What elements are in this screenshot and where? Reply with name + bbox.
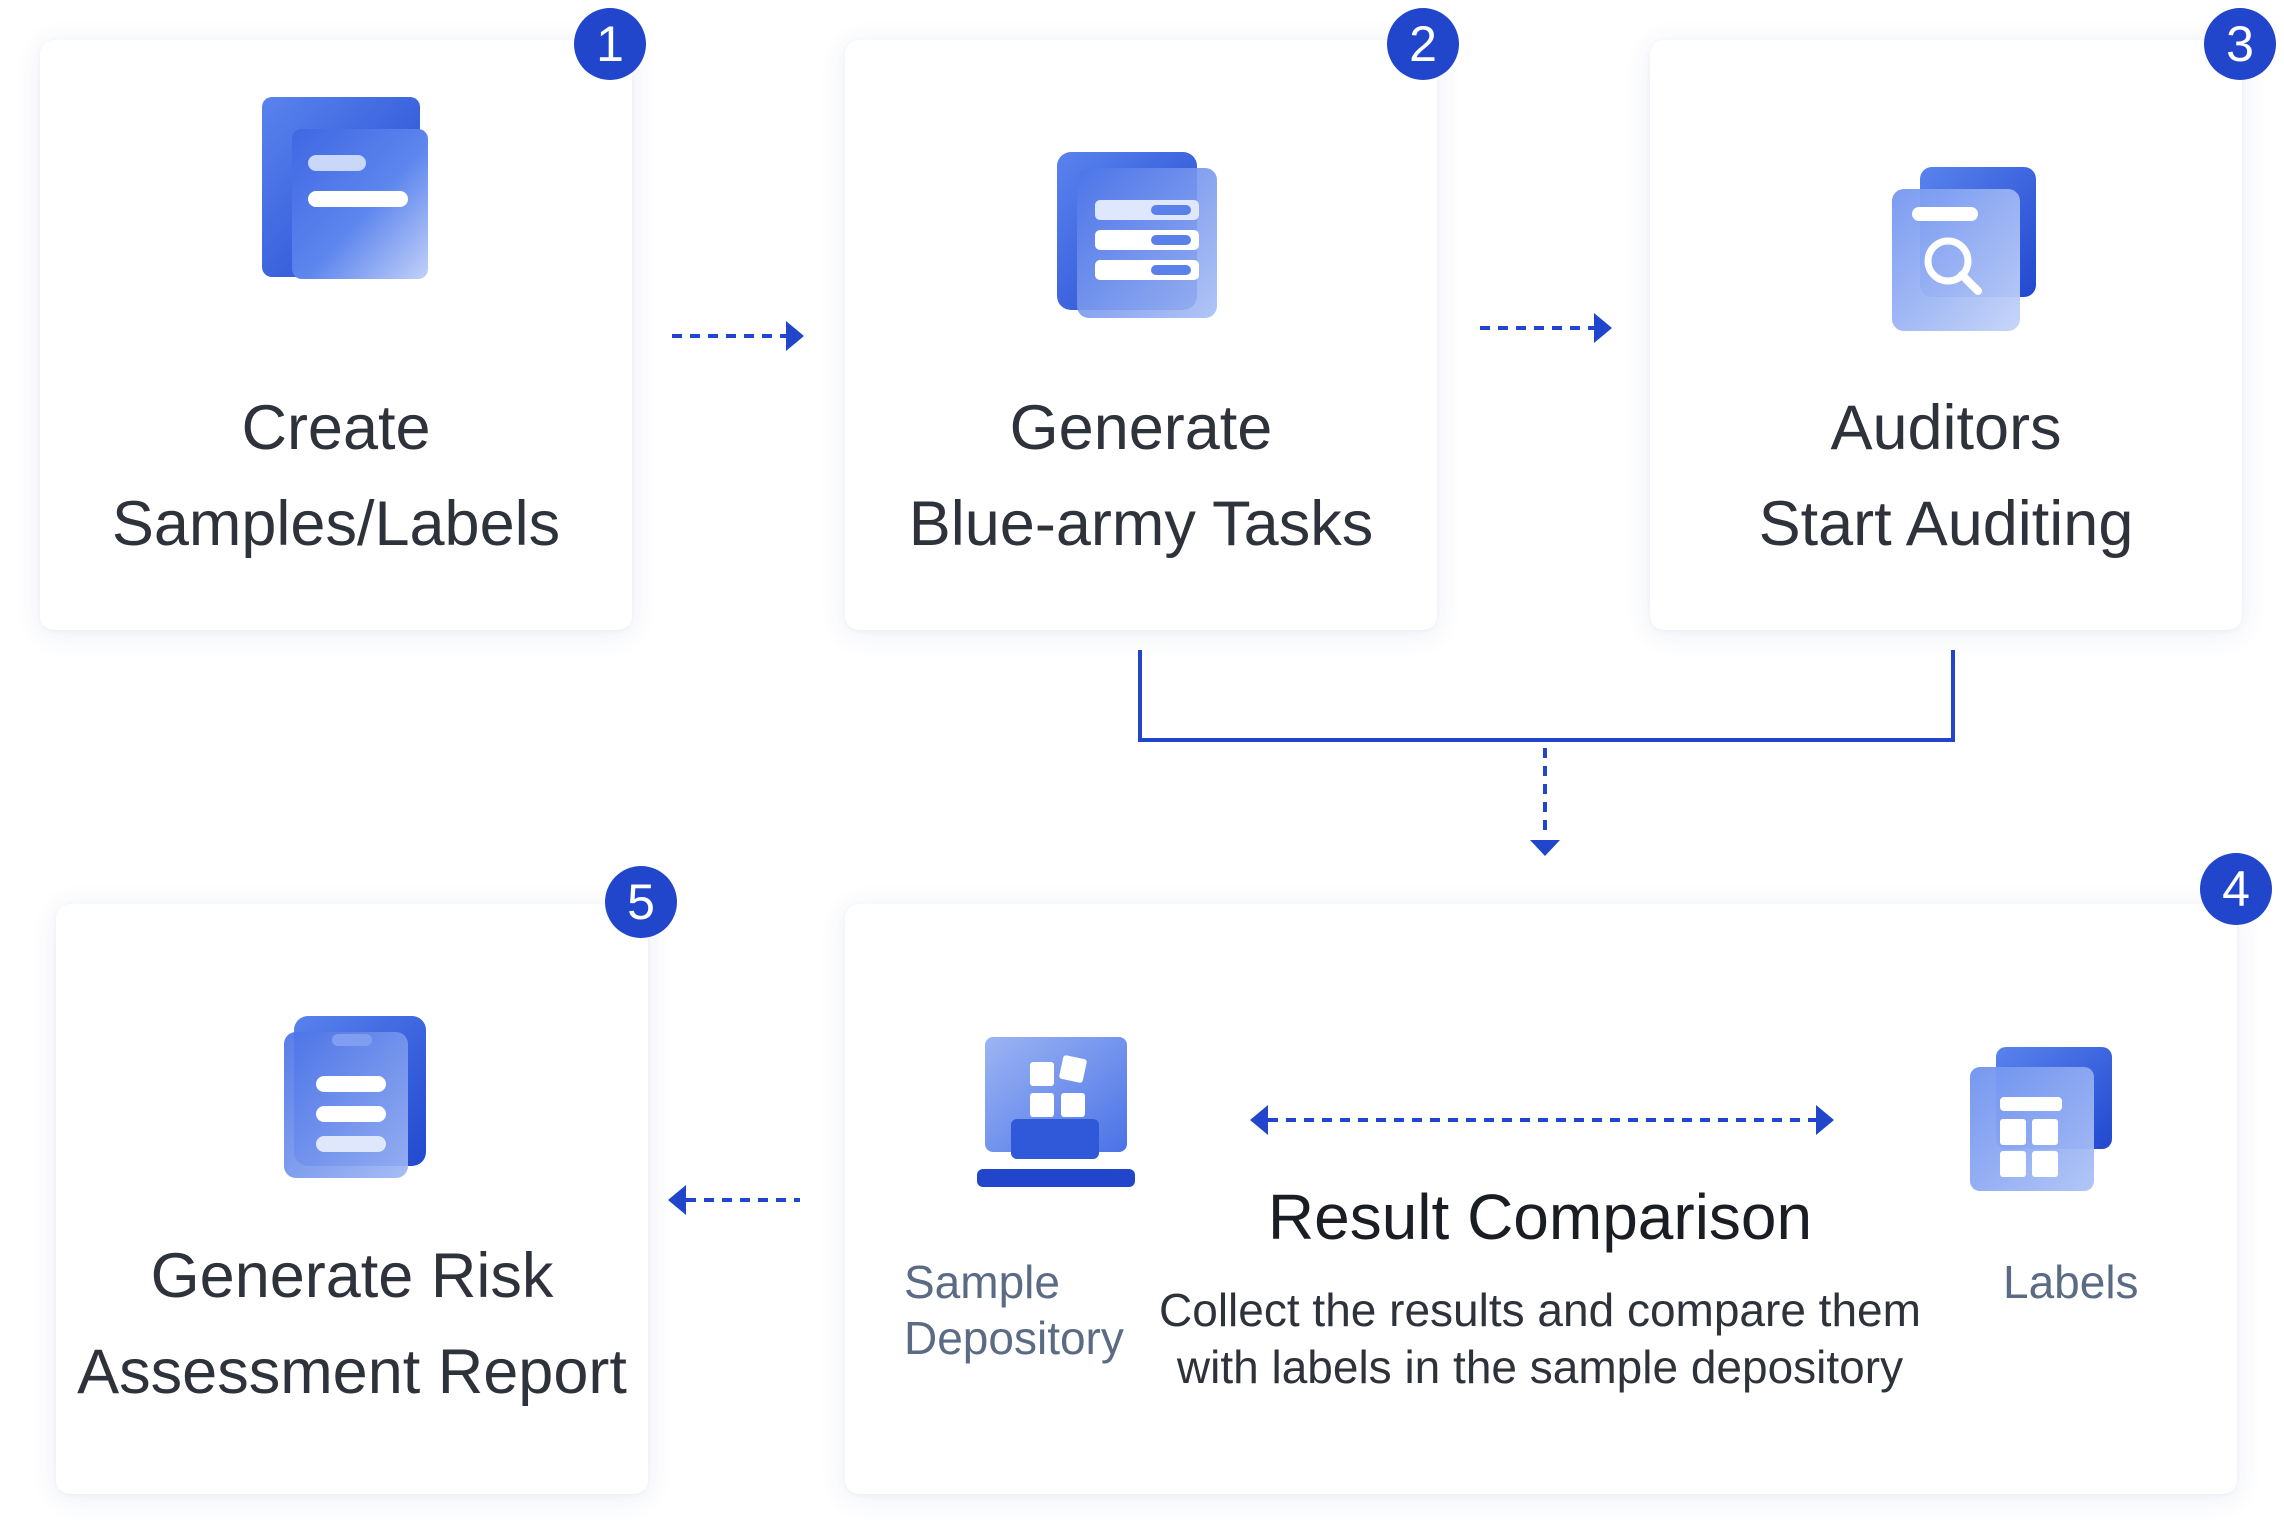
task-list-icon bbox=[1057, 152, 1217, 318]
step-1-badge: 1 bbox=[574, 8, 646, 80]
step-1-title-line1: Create bbox=[241, 393, 431, 463]
step-card-create-samples: Create Samples/Labels bbox=[40, 40, 632, 630]
merge-bracket bbox=[1138, 650, 1955, 742]
result-comparison-desc-line1: Collect the results and compare them bbox=[1159, 1284, 1921, 1336]
sample-depository-icon bbox=[977, 1037, 1135, 1187]
arrowhead-merge-to-4 bbox=[1530, 840, 1560, 856]
arrowhead-1-to-2 bbox=[786, 321, 804, 351]
arrowhead-2-to-3 bbox=[1594, 313, 1612, 343]
sample-depository-label-line2: Depository bbox=[904, 1312, 1124, 1364]
sample-depository-label-line1: Sample bbox=[904, 1256, 1060, 1308]
step-card-generate-tasks: Generate Blue-army Tasks bbox=[845, 40, 1437, 630]
labels-label: Labels bbox=[2003, 1256, 2139, 1308]
step-4-badge: 4 bbox=[2200, 853, 2272, 925]
sample-depository-label: Sample Depository bbox=[904, 1254, 1124, 1366]
step-5-title-line1: Generate Risk bbox=[150, 1241, 554, 1311]
step-card-risk-report: Generate Risk Assessment Report bbox=[56, 904, 648, 1494]
step-card-result-comparison bbox=[845, 904, 2237, 1494]
report-clipboard-icon bbox=[284, 1016, 426, 1178]
step-5-badge: 5 bbox=[605, 866, 677, 938]
result-comparison-description: Collect the results and compare them wit… bbox=[1120, 1282, 1960, 1396]
step-5-title-line2: Assessment Report bbox=[77, 1337, 627, 1407]
step-3-badge: 3 bbox=[2204, 8, 2276, 80]
document-icon bbox=[262, 97, 428, 279]
labels-table-icon bbox=[1970, 1047, 2112, 1191]
step-2-title-line2: Blue-army Tasks bbox=[908, 489, 1374, 559]
result-comparison-desc-line2: with labels in the sample depository bbox=[1176, 1341, 1904, 1393]
step-2-title-line1: Generate bbox=[1009, 393, 1273, 463]
arrowhead-4-to-5 bbox=[668, 1185, 686, 1215]
step-card-auditors: Auditors Start Auditing bbox=[1650, 40, 2242, 630]
step-3-title-line2: Start Auditing bbox=[1758, 489, 2134, 559]
step-2-badge: 2 bbox=[1387, 8, 1459, 80]
result-comparison-title: Result Comparison bbox=[1267, 1181, 1813, 1253]
step-3-title-line1: Auditors bbox=[1830, 393, 2062, 463]
step-1-title-line2: Samples/Labels bbox=[111, 489, 561, 559]
audit-search-icon bbox=[1892, 167, 2036, 331]
